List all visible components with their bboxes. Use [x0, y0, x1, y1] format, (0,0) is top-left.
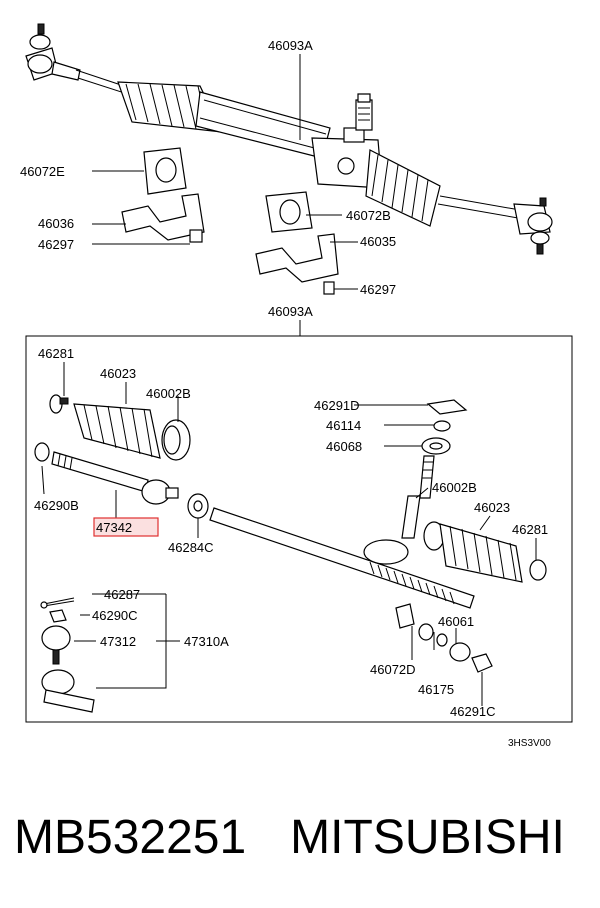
- label-47342: 47342: [96, 520, 132, 535]
- parts-diagram: 46093A 46072E 46036 46297 46072B 46035 4…: [20, 23, 573, 749]
- label-46291c: 46291C: [450, 704, 496, 719]
- right-tie-rod: [437, 195, 521, 219]
- right-tie-rod-end: [513, 197, 553, 255]
- plate-46072d: [395, 603, 415, 629]
- left-boot-clip: [49, 394, 69, 414]
- label-46291d: 46291D: [314, 398, 360, 413]
- part-caption: MB532251 MITSUBISHI: [14, 808, 594, 868]
- steering-rack-assembly: [25, 23, 553, 255]
- label-47312: 47312: [100, 634, 136, 649]
- label-46290b: 46290B: [34, 498, 79, 513]
- part-number: MB532251: [14, 811, 247, 864]
- label-46284c: 46284C: [168, 540, 214, 555]
- cotter-pin-46287: [40, 597, 75, 609]
- highlight-47342: [93, 517, 159, 537]
- label-46023-left: 46023: [100, 366, 136, 381]
- label-46114: 46114: [326, 418, 361, 433]
- rack-bar: [209, 507, 475, 609]
- label-46023-right: 46023: [474, 500, 510, 515]
- bracket-46036: [121, 193, 205, 243]
- label-46287: 46287: [104, 587, 140, 602]
- detail-frame: [25, 335, 573, 723]
- label-46036: 46036: [38, 216, 74, 231]
- diagram-code: 3HS3V00: [508, 738, 551, 749]
- label-46002b-right: 46002B: [432, 480, 477, 495]
- label-46281-right: 46281: [512, 522, 548, 537]
- label-46297-left: 46297: [38, 237, 74, 252]
- bracket-46035: [255, 233, 339, 295]
- nut-46290c: [49, 609, 67, 623]
- label-46175: 46175: [418, 682, 454, 697]
- label-46072e: 46072E: [20, 164, 65, 179]
- washer-46175: [418, 623, 448, 647]
- boot-47312: [41, 625, 71, 665]
- label-46002b-left: 46002B: [146, 386, 191, 401]
- bushing-46061: [449, 642, 471, 662]
- bearing-46068: [421, 437, 451, 455]
- pinion-housing: [311, 93, 383, 189]
- label-46297-right: 46297: [360, 282, 396, 297]
- brand-name: MITSUBISHI: [290, 811, 565, 864]
- label-46061: 46061: [438, 614, 474, 629]
- label-46068: 46068: [326, 439, 362, 454]
- label-46093a-top: 46093A: [268, 38, 313, 53]
- bushing-46072e: [143, 147, 187, 195]
- right-boot-detail: [439, 523, 523, 583]
- label-46035: 46035: [360, 234, 396, 249]
- nut-46291c: [471, 653, 493, 673]
- left-boot-band: [161, 419, 191, 461]
- dust-seal-46291d: [426, 399, 468, 415]
- label-46072b: 46072B: [346, 208, 391, 223]
- bushing-46072b: [265, 191, 313, 233]
- pinion-shaft: [401, 455, 435, 539]
- label-46072d: 46072D: [370, 662, 416, 677]
- label-46281-left: 46281: [38, 346, 74, 361]
- label-46093a-box: 46093A: [268, 304, 313, 319]
- label-47310a: 47310A: [184, 634, 229, 649]
- inner-tie-rod: [34, 442, 179, 505]
- right-boot-clip: [529, 559, 547, 581]
- left-tie-rod-end: [25, 23, 81, 81]
- rack-housing: [195, 91, 331, 159]
- label-46290c: 46290C: [92, 608, 138, 623]
- left-boot-detail: [73, 403, 161, 459]
- seal-46114: [433, 420, 451, 432]
- lock-washer-46284c: [187, 493, 209, 519]
- outer-tie-rod-end: [41, 669, 95, 713]
- right-boot: [365, 149, 441, 227]
